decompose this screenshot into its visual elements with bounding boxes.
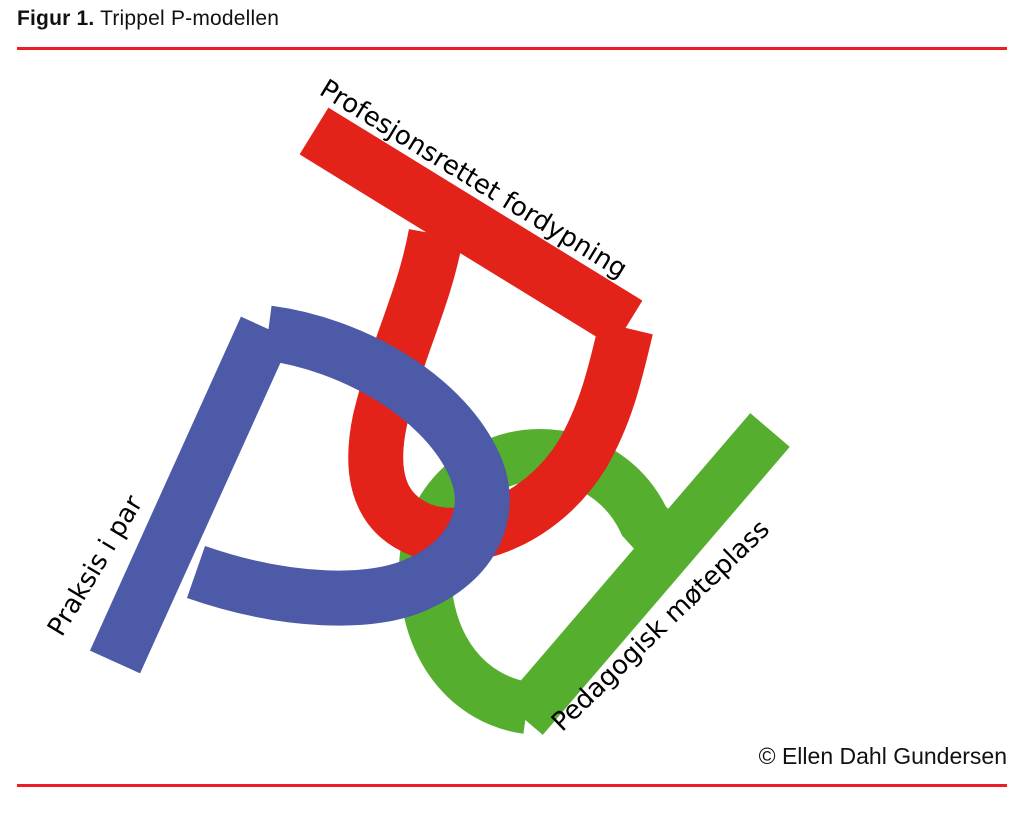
bottom-rule (17, 784, 1007, 787)
figure-number: Figur 1. (17, 7, 95, 30)
top-rule (17, 47, 1007, 50)
copyright-credit: © Ellen Dahl Gundersen (758, 743, 1007, 769)
blue-p-bowl (186, 305, 510, 626)
figure-caption: Figur 1. Trippel P-modellen (17, 7, 279, 31)
red-p (299, 107, 653, 563)
red-p-stem (299, 107, 643, 348)
green-p-stem (503, 413, 790, 735)
blue-p-stem (89, 316, 292, 674)
red-p-bowl (348, 228, 653, 563)
blue-p (89, 305, 510, 674)
figure-title-text: Trippel P-modellen (100, 7, 280, 30)
